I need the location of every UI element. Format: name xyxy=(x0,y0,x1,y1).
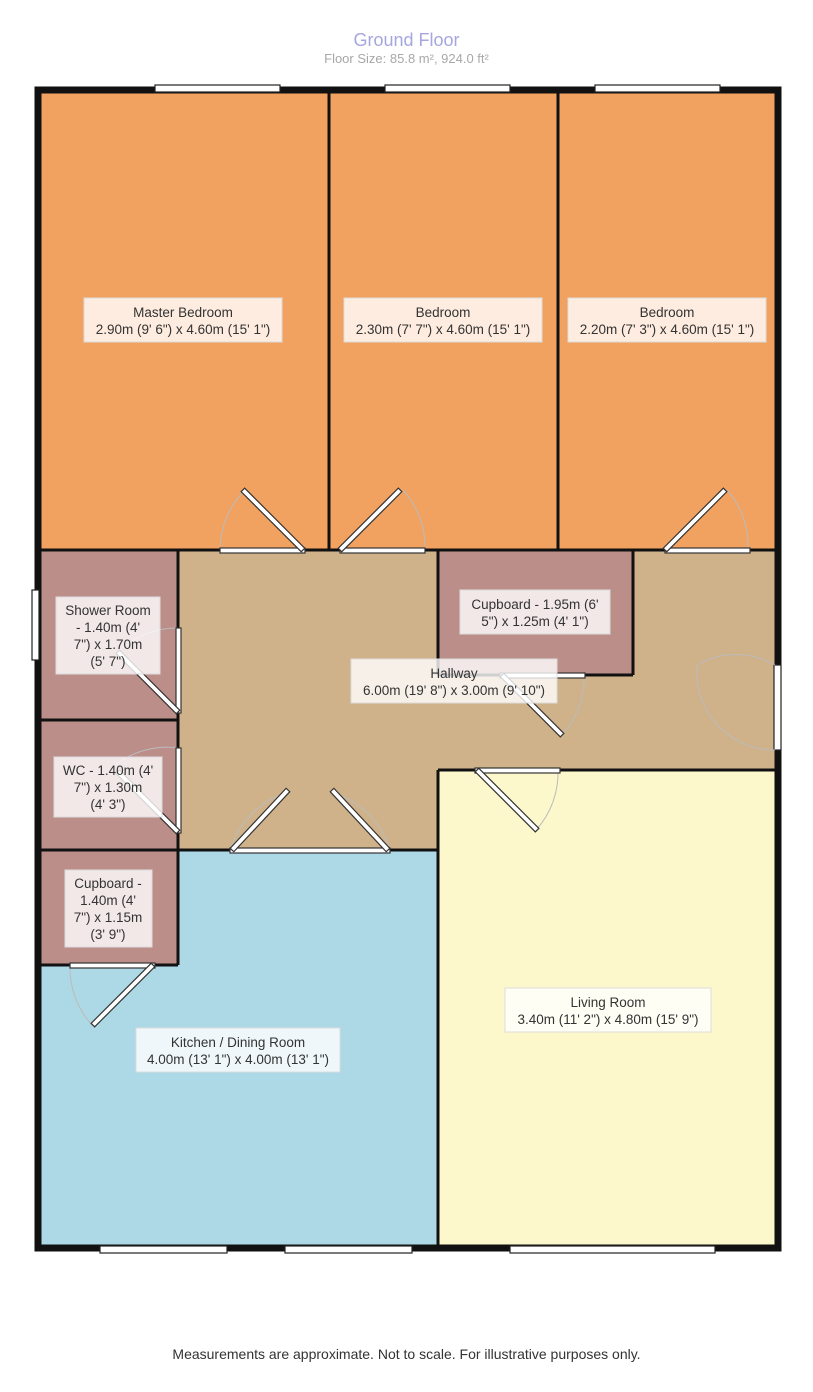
disclaimer-text: Measurements are approximate. Not to sca… xyxy=(172,1346,641,1362)
windows xyxy=(31,84,782,1254)
room-dimensions: 5") x 1.25m (4' 1") xyxy=(481,614,588,629)
doors xyxy=(69,487,776,1028)
room-label-bedroom-3: Bedroom 2.20m (7' 3") x 4.60m (15' 1") xyxy=(567,297,767,343)
room-name: Shower Room xyxy=(65,603,151,618)
room-dimensions: 6.00m (19' 8") x 3.00m (9' 10") xyxy=(363,683,545,698)
window-hallway xyxy=(773,664,782,751)
room-dimensions: 2.90m (9' 6") x 4.60m (15' 1") xyxy=(96,322,271,337)
room-name: WC - 1.40m (4' xyxy=(63,763,153,778)
room-dimensions-line-2: (4' 3") xyxy=(90,797,125,812)
room-label-master-bedroom: Master Bedroom 2.90m (9' 6") x 4.60m (15… xyxy=(83,297,283,343)
room-dimensions: 2.30m (7' 7") x 4.60m (15' 1") xyxy=(356,322,531,337)
window-kitchen-2 xyxy=(284,1245,413,1254)
room-label-wc: WC - 1.40m (4' 7") x 1.30m (4' 3") xyxy=(53,756,163,818)
window-shower-room xyxy=(31,589,40,661)
room-dimensions-line-1: 7") x 1.30m xyxy=(74,780,143,795)
room-name: Cupboard - xyxy=(74,876,142,891)
room-name: Cupboard - 1.95m (6' xyxy=(471,597,598,612)
room-label-bedroom-2: Bedroom 2.30m (7' 7") x 4.60m (15' 1") xyxy=(343,297,543,343)
window-master-bedroom xyxy=(154,84,281,93)
room-name: Master Bedroom xyxy=(133,305,233,320)
room-dimensions-line-1: 1.40m (4' xyxy=(80,893,136,908)
room-dimensions-line-2: 7") x 1.15m xyxy=(74,910,143,925)
floor-title: Ground Floor xyxy=(353,30,460,50)
room-label-living-room: Living Room 3.40m (11' 2") x 4.80m (15' … xyxy=(504,987,712,1033)
room-dimensions: 3.40m (11' 2") x 4.80m (15' 9") xyxy=(517,1012,698,1027)
window-bedroom-3 xyxy=(594,84,721,93)
window-living-room xyxy=(509,1245,716,1254)
room-name: Kitchen / Dining Room xyxy=(171,1035,305,1050)
room-label-cupboard-hall: Cupboard - 1.95m (6' 5") x 1.25m (4' 1") xyxy=(459,589,611,635)
room-dimensions-line-2: 7") x 1.70m xyxy=(74,637,143,652)
room-label-kitchen-dining: Kitchen / Dining Room 4.00m (13' 1") x 4… xyxy=(135,1027,341,1073)
window-bedroom-2 xyxy=(384,84,511,93)
room-name: Living Room xyxy=(570,995,645,1010)
room-dimensions: 4.00m (13' 1") x 4.00m (13' 1") xyxy=(147,1052,329,1067)
room-name: Hallway xyxy=(430,666,478,681)
room-name: Bedroom xyxy=(416,305,471,320)
room-dimensions: 2.20m (7' 3") x 4.60m (15' 1") xyxy=(580,322,755,337)
room-dimensions-line-1: - 1.40m (4' xyxy=(76,620,140,635)
room-label-hallway: Hallway 6.00m (19' 8") x 3.00m (9' 10") xyxy=(350,658,558,704)
floor-size: Floor Size: 85.8 m², 924.0 ft² xyxy=(324,51,489,66)
room-dimensions-line-3: (3' 9") xyxy=(90,927,125,942)
room-name: Bedroom xyxy=(640,305,695,320)
room-label-cupboard-kitchen: Cupboard - 1.40m (4' 7") x 1.15m (3' 9") xyxy=(64,869,153,948)
window-kitchen-1 xyxy=(99,1245,228,1254)
room-label-shower-room: Shower Room - 1.40m (4' 7") x 1.70m (5' … xyxy=(55,596,161,675)
room-dimensions-line-3: (5' 7") xyxy=(90,654,125,669)
